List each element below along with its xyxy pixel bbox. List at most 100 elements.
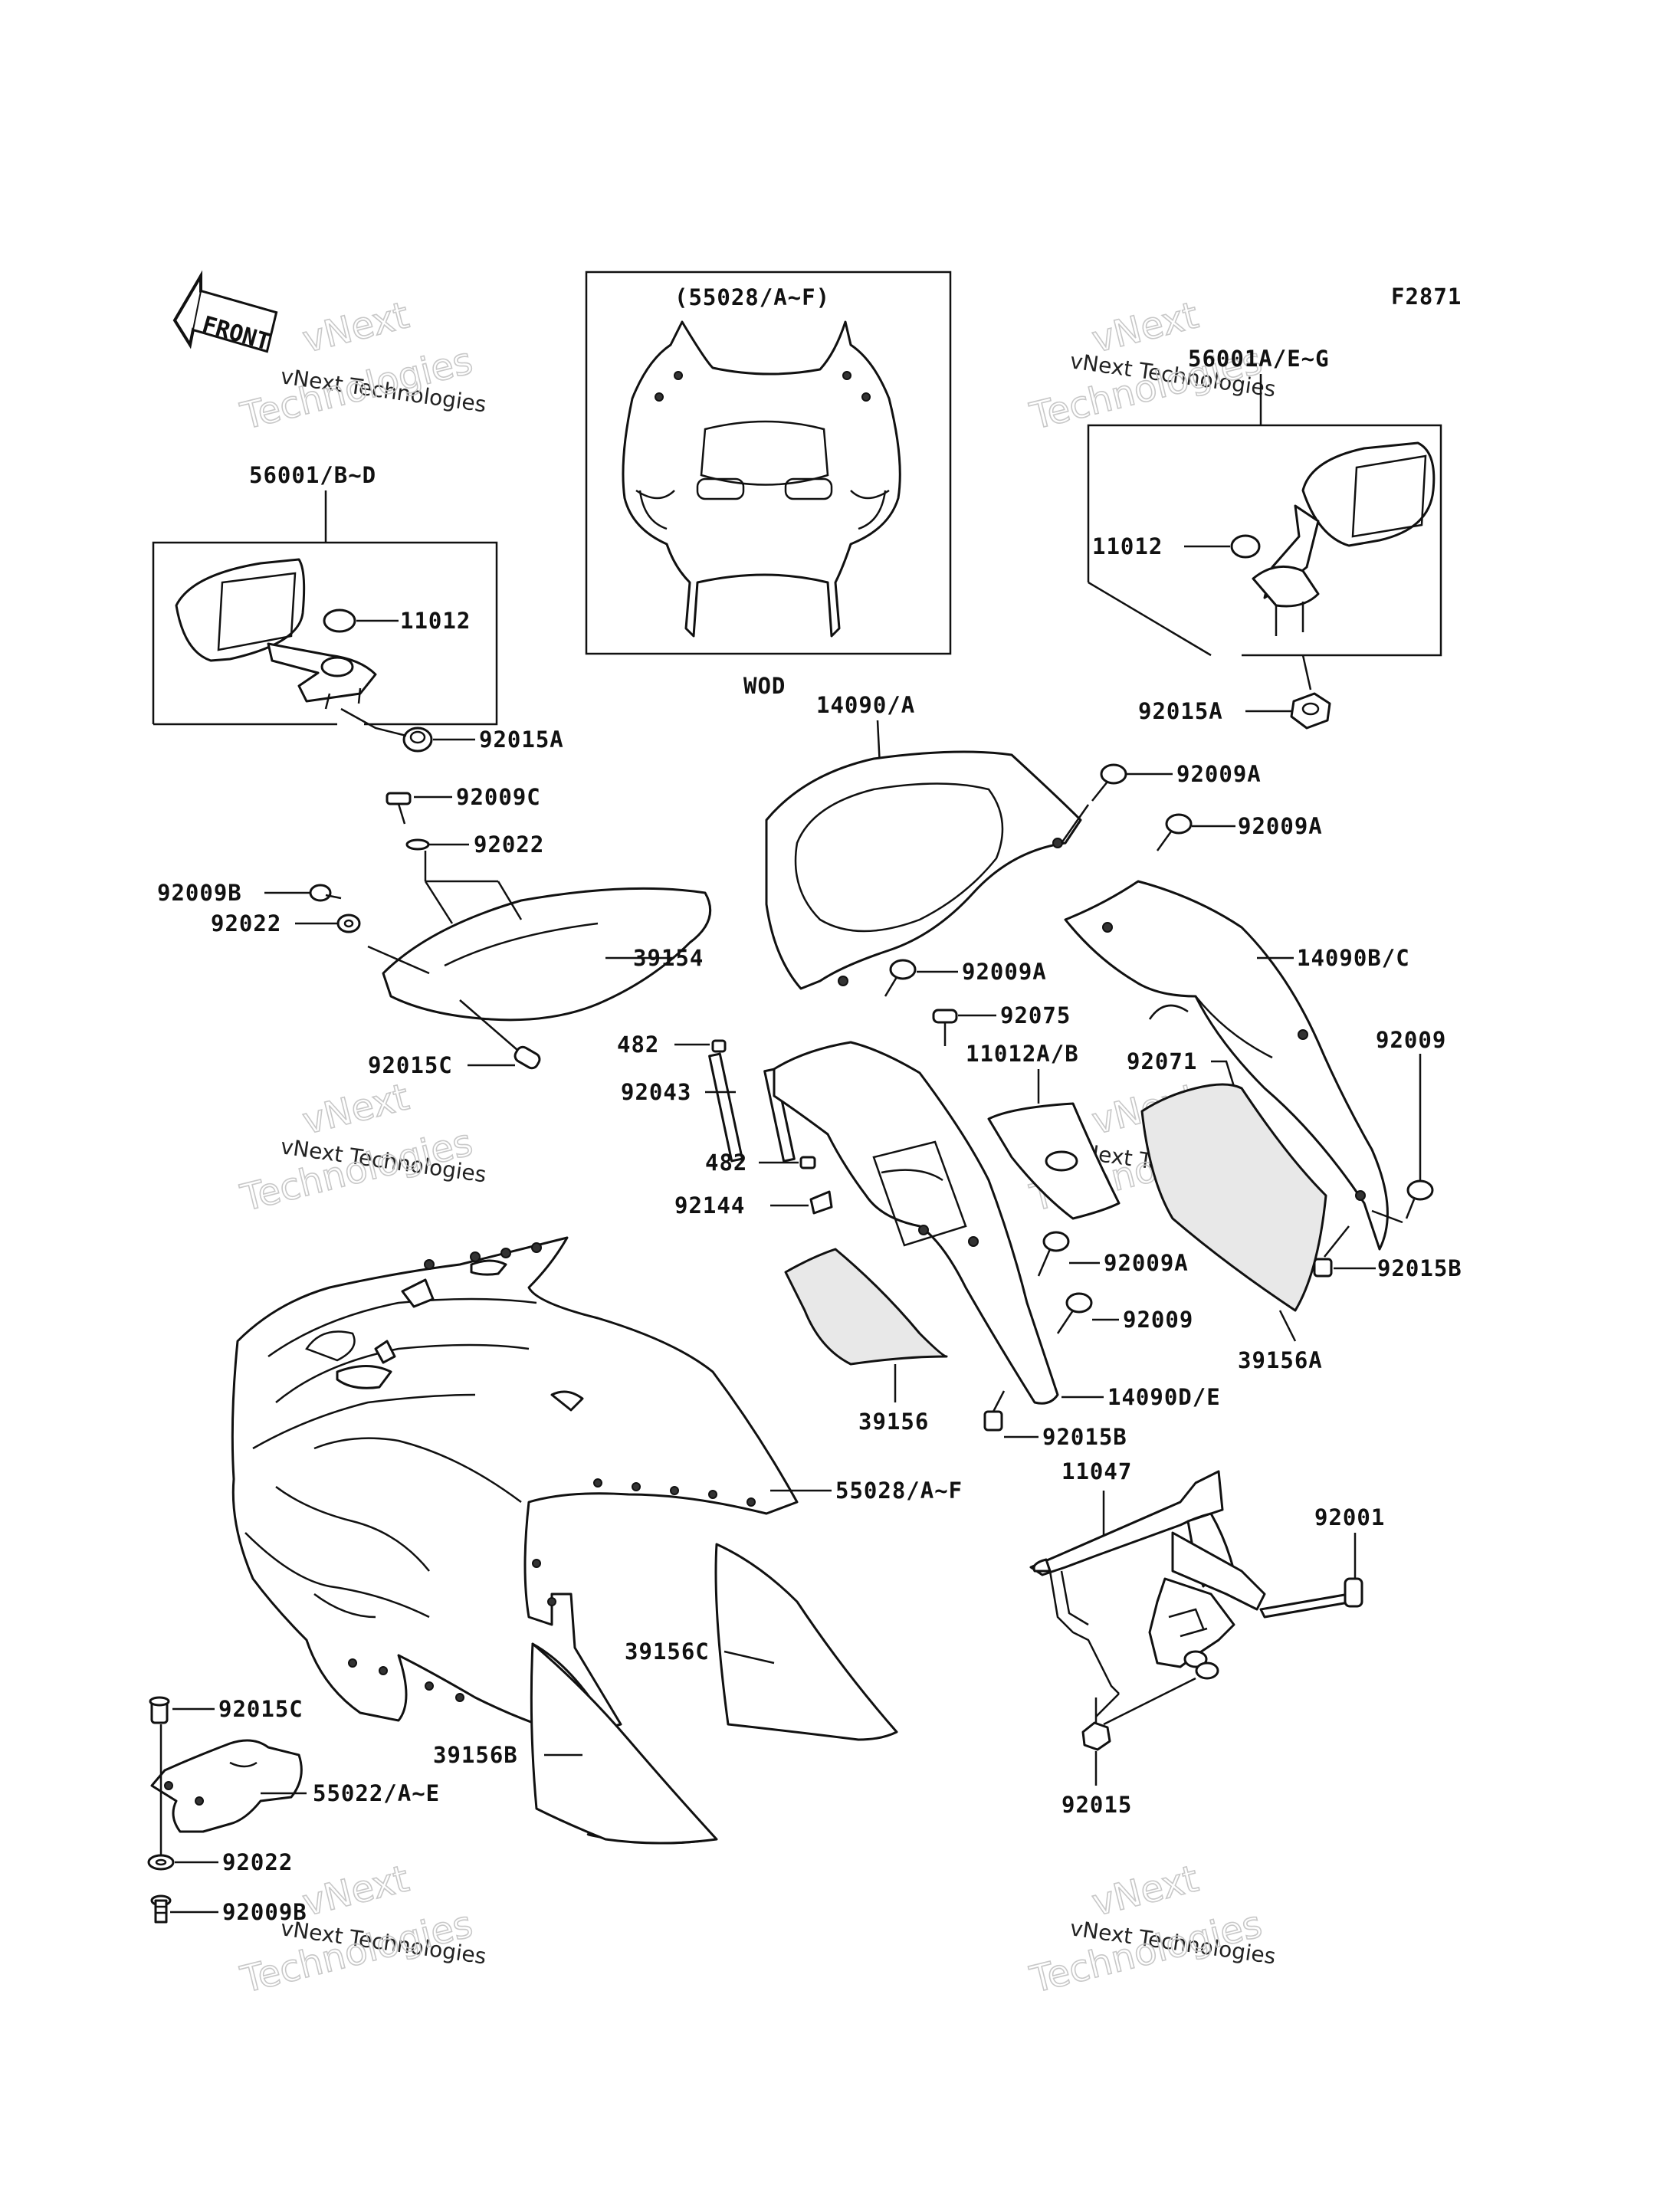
clip-c2-label: 92015C: [218, 1696, 304, 1722]
svg-text:Technologies: Technologies: [236, 1121, 477, 1220]
clip-c1-label: 92015C: [368, 1052, 453, 1078]
clip-92144-label: 92144: [674, 1192, 745, 1219]
inner-cover-a-label: 14090/A: [816, 692, 915, 718]
pin-482-2-label: 482: [705, 1150, 747, 1176]
cap-right-icon: [1230, 534, 1261, 559]
bolt-a1-label: 92009A: [1176, 761, 1262, 787]
wod-label: WOD: [743, 673, 786, 699]
bolt-a4-label: 92009A: [1104, 1250, 1189, 1276]
trim-39156a: [1140, 1083, 1327, 1312]
bracket-11047-label: 11047: [1061, 1458, 1132, 1484]
bolt-b1-icon: [309, 884, 342, 902]
trim-39156c-label: 39156C: [625, 1638, 710, 1665]
nut-92015-label: 92015: [1061, 1792, 1132, 1818]
bolt-b2-label: 92009B: [222, 1899, 307, 1925]
bolt-92009-c-icon: [1056, 1292, 1093, 1334]
svg-text:vNext: vNext: [1088, 294, 1203, 361]
windshield-box: (55028/A~F): [585, 271, 952, 655]
watermark-bottom-left: vNext vNext Technologies Technologies: [236, 1857, 488, 2003]
cover-bc: [1064, 880, 1389, 1251]
watermark-mid-left: vNext vNext Technologies Technologies: [236, 1075, 488, 1221]
trim-39156a-label: 39156A: [1238, 1347, 1323, 1373]
trim-39156b: [530, 1642, 718, 1845]
bolt-c-icon: [386, 792, 412, 825]
shaft-92043-icon: [708, 1052, 796, 1163]
bolt-b2-icon: [150, 1894, 172, 1924]
bolt-a1-icon: [1091, 763, 1127, 802]
trim-39156: [784, 1248, 948, 1366]
nut-right-icon: [1290, 692, 1331, 730]
pin-482-1-label: 482: [617, 1032, 659, 1058]
front-arrow-icon: FRONT: [172, 270, 278, 356]
clip-b1-icon: [1313, 1225, 1350, 1278]
bolt-a4-icon: [1037, 1231, 1070, 1277]
bolt-92009-r-label: 92009: [1376, 1027, 1446, 1053]
grommet-92071-label: 92071: [1127, 1048, 1197, 1074]
cap-right-label: 11012: [1092, 533, 1163, 559]
clip-b2-icon: [983, 1390, 1006, 1432]
nut-left-icon: [402, 727, 433, 753]
cowl-main: [231, 1236, 799, 1737]
shaft-92043-label: 92043: [621, 1079, 691, 1105]
cap-left-icon: [323, 608, 356, 633]
bolt-a3-label: 92009A: [962, 959, 1047, 985]
bolt-c-label: 92009C: [456, 784, 541, 810]
washer-3-label: 92022: [222, 1849, 293, 1875]
cover-de-label: 14090D/E: [1107, 1384, 1221, 1410]
clip-92075-label: 92075: [1000, 1002, 1071, 1028]
nut-left-label: 92015A: [479, 727, 564, 753]
clip-c1-icon: [459, 999, 541, 1070]
mirror-left-label: 56001/B~D: [249, 462, 376, 488]
nut-right-label: 92015A: [1138, 698, 1223, 724]
washer-2-label: 92022: [211, 910, 281, 936]
bolt-92001-icon: [1259, 1577, 1363, 1619]
bracket-11047: [1029, 1470, 1266, 1726]
clip-c2-icon: [149, 1696, 170, 1724]
mirror-right: [1252, 441, 1436, 636]
figure-code: F2871: [1391, 284, 1462, 310]
svg-text:vNext: vNext: [298, 1857, 413, 1924]
trim-39154: [367, 851, 712, 1022]
bolt-a2-icon: [1156, 813, 1193, 851]
washer-3-icon: [147, 1854, 175, 1871]
pin-482-1-icon: [711, 1039, 727, 1053]
bolt-b1-label: 92009B: [157, 880, 242, 906]
watermark-bottom-right: vNext vNext Technologies Technologies: [1025, 1857, 1278, 2003]
washer-2-icon: [336, 914, 361, 933]
washer-1-icon: [405, 838, 430, 851]
cover-55022-label: 55022/A~E: [313, 1780, 440, 1806]
cowl-main-label: 55028/A~F: [835, 1478, 963, 1504]
bolt-a2-label: 92009A: [1238, 813, 1323, 839]
clip-92144-icon: [809, 1190, 833, 1215]
washer-1-label: 92022: [474, 832, 544, 858]
svg-text:vNext: vNext: [298, 1075, 413, 1143]
clip-92075-icon: [932, 1009, 958, 1046]
nut-92015-icon: [1081, 1697, 1111, 1751]
inner-cover-a: [765, 750, 1082, 990]
clip-b1-label: 92015B: [1377, 1255, 1462, 1281]
trim-39154-label: 39154: [633, 945, 704, 971]
clip-b2-label: 92015B: [1042, 1424, 1127, 1450]
trim-39156b-label: 39156B: [433, 1742, 518, 1768]
bolt-92001-label: 92001: [1314, 1504, 1385, 1530]
svg-text:vNext: vNext: [1088, 1857, 1203, 1924]
cap-11012ab-label: 11012A/B: [966, 1041, 1079, 1067]
cap-11012ab: [987, 1102, 1121, 1220]
cover-55022: [150, 1739, 303, 1833]
svg-text:vNext: vNext: [298, 294, 413, 361]
trim-39156c: [714, 1543, 898, 1741]
windshield-box-title: (55028/A~F): [674, 284, 830, 310]
mirror-left: [175, 558, 377, 710]
cover-de: [773, 1041, 1059, 1405]
trim-39156-label: 39156: [858, 1409, 929, 1435]
pin-482-2-icon: [799, 1156, 816, 1169]
mirror-right-label: 56001A/E~G: [1188, 346, 1330, 372]
cover-bc-label: 14090B/C: [1297, 945, 1410, 971]
bolt-92009-c-label: 92009: [1123, 1307, 1193, 1333]
svg-text:Technologies: Technologies: [1025, 1903, 1266, 2002]
cap-left-label: 11012: [400, 608, 471, 634]
bolt-a3-icon: [884, 959, 917, 997]
svg-text:Technologies: Technologies: [236, 339, 477, 438]
bolt-92009-r-icon: [1405, 1179, 1434, 1219]
